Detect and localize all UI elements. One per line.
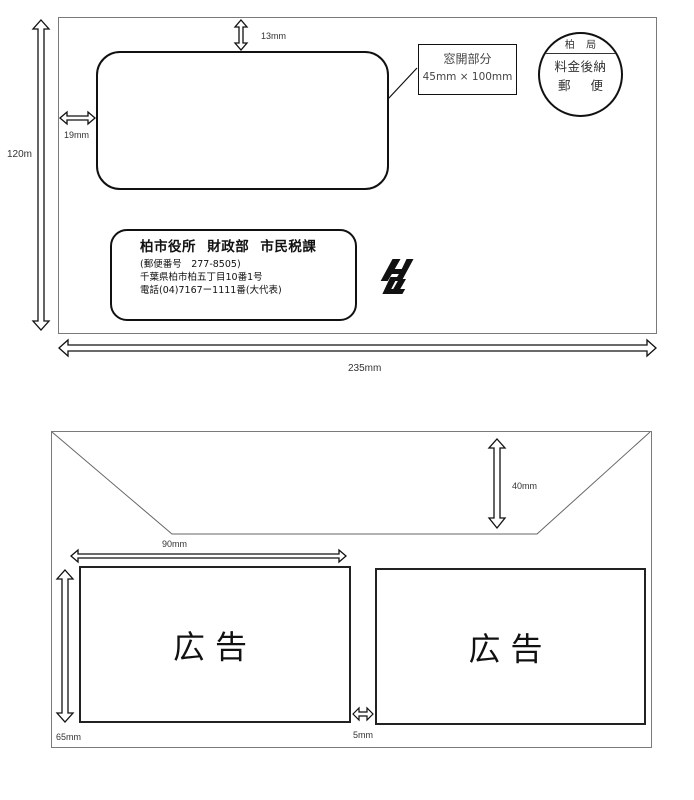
advertisement-space-right: 広告 [375, 568, 646, 725]
left-margin-label: 19mm [64, 130, 90, 140]
callout-title: 窓開部分 [443, 52, 492, 66]
ad-height-label: 65mm [56, 732, 82, 742]
callout-leader-line [387, 67, 418, 100]
sender-address: 千葉県柏市柏五丁目10番1号 [140, 272, 263, 283]
postage-paid-stamp: 柏 局 料金後納 郵 便 [538, 32, 623, 117]
width-dimension-arrow [58, 338, 657, 358]
advertisement-space-left: 広告 [79, 566, 351, 723]
left-margin-arrow [59, 110, 96, 126]
flap-depth-label: 40mm [512, 481, 538, 491]
ad-label: 広告 [172, 627, 257, 666]
window-size-callout: 窓開部分 45mm × 100mm [418, 44, 517, 95]
ad-width-arrow [70, 548, 347, 564]
ad-gap-label: 5mm [353, 730, 373, 740]
ad-gap-arrow [352, 706, 374, 722]
stamp-mail: 郵 便 [558, 78, 611, 93]
city-emblem-icon [376, 255, 416, 303]
flap-depth-arrow [487, 438, 507, 530]
stamp-postage-paid: 料金後納 [554, 59, 607, 74]
height-dimension-arrow [31, 19, 51, 331]
height-label: 120m [7, 149, 33, 160]
sender-name: 柏市役所 財政部 市民税課 [140, 239, 317, 255]
sender-phone: 電話(04)7167ー1111番(大代表) [140, 285, 282, 296]
callout-size: 45mm × 100mm [422, 71, 513, 83]
top-margin-arrow [233, 19, 249, 51]
stamp-post-office: 柏 局 [540, 34, 621, 54]
width-label: 235mm [348, 363, 382, 374]
ad-label: 広告 [468, 629, 553, 668]
sender-postal-code: (郵便番号 277-8505) [140, 259, 241, 270]
back-envelope [51, 431, 652, 748]
ad-height-arrow [55, 569, 75, 723]
ad-width-label: 90mm [162, 539, 188, 549]
top-margin-label: 13mm [261, 31, 287, 41]
envelope-flap-outline [51, 431, 651, 535]
return-address-box: 柏市役所 財政部 市民税課 (郵便番号 277-8505) 千葉県柏市柏五丁目1… [110, 229, 357, 321]
address-window [96, 51, 389, 190]
